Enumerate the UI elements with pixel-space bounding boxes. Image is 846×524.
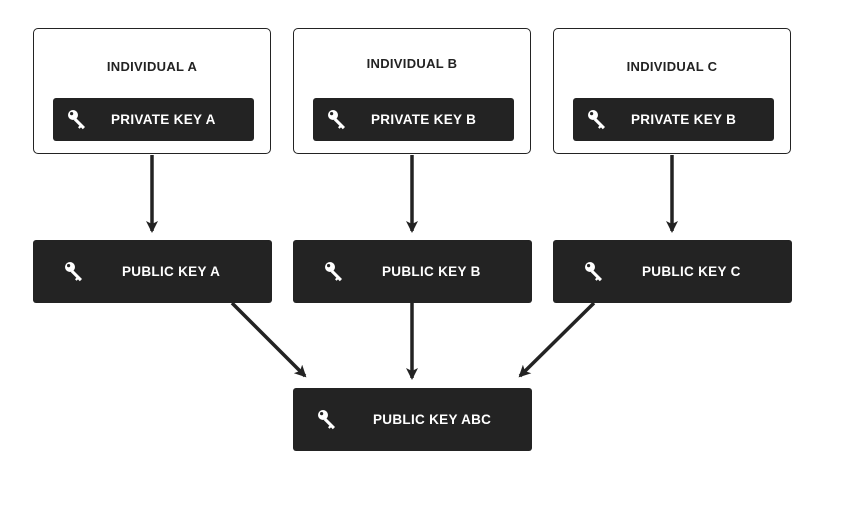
public-key-c: PUBLIC KEY C <box>553 240 792 303</box>
individual-b-card: INDIVIDUAL B PRIVATE KEY B <box>293 28 531 154</box>
key-icon <box>328 110 345 130</box>
individual-c-title: INDIVIDUAL C <box>626 59 718 74</box>
arrow-public-c-to-abc <box>518 301 596 378</box>
private-key-a-label: PRIVATE KEY A <box>111 112 216 127</box>
key-icon <box>325 262 342 282</box>
key-icon <box>585 262 602 282</box>
private-key-b: PRIVATE KEY B <box>313 98 514 141</box>
private-key-c-label: PRIVATE KEY B <box>631 112 737 127</box>
private-key-c: PRIVATE KEY B <box>573 98 774 141</box>
individual-c-card: INDIVIDUAL C PRIVATE KEY B <box>553 28 791 154</box>
public-key-b: PUBLIC KEY B <box>293 240 532 303</box>
key-icon <box>318 410 335 430</box>
public-key-a: PUBLIC KEY A <box>33 240 272 303</box>
public-key-abc-label: PUBLIC KEY ABC <box>373 412 492 427</box>
key-icon <box>68 110 85 130</box>
private-key-a: PRIVATE KEY A <box>53 98 254 141</box>
public-key-c-label: PUBLIC KEY C <box>642 264 741 279</box>
arrow-public-a-to-abc <box>230 301 307 378</box>
individual-a-title: INDIVIDUAL A <box>106 59 198 74</box>
public-key-a-label: PUBLIC KEY A <box>122 264 221 279</box>
private-key-b-label: PRIVATE KEY B <box>371 112 477 127</box>
key-icon <box>588 110 605 130</box>
public-key-abc: PUBLIC KEY ABC <box>293 388 532 451</box>
individual-b-title: INDIVIDUAL B <box>366 56 458 71</box>
key-icon <box>65 262 82 282</box>
individual-a-card: INDIVIDUAL A PRIVATE KEY A <box>33 28 271 154</box>
public-key-b-label: PUBLIC KEY B <box>382 264 481 279</box>
